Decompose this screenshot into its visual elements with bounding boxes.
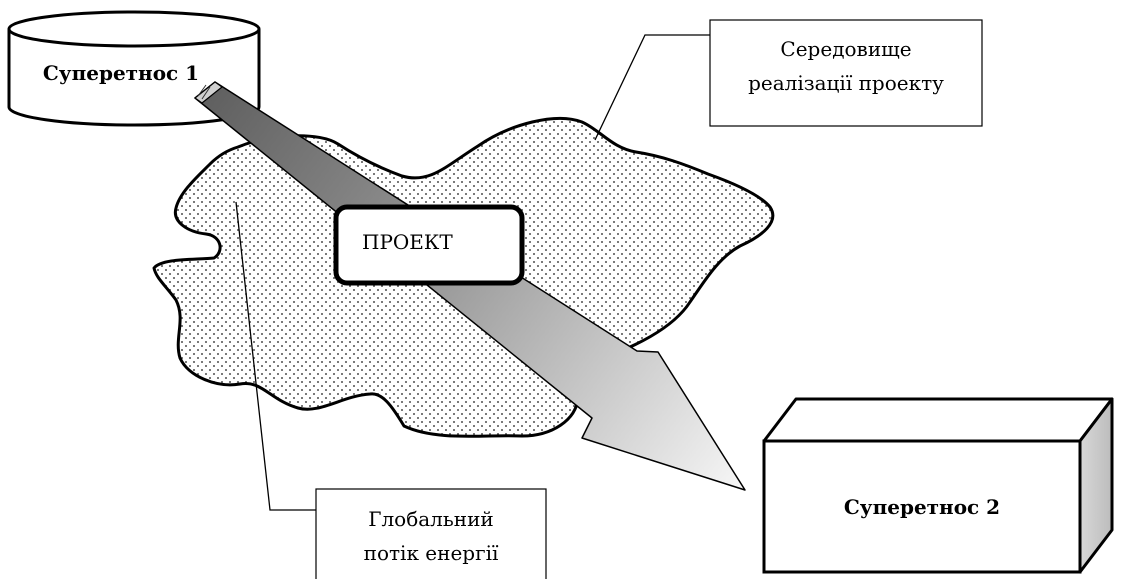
energy-flow-callout: Глобальний потік енергії — [315, 488, 547, 579]
environment-label-line2: реалізації проекту — [748, 71, 944, 95]
environment-leader-line — [594, 34, 710, 141]
superethnos-2-label: Суперетнос 2 — [844, 495, 1000, 519]
superethnos-2-box: Суперетнос 2 — [762, 397, 1114, 574]
energy-flow-label-line2: потік енергії — [364, 541, 499, 565]
energy-flow-leader-line — [235, 201, 316, 511]
project-box: ПРОЕКТ — [333, 204, 525, 286]
energy-flow-label-line1: Глобальний — [368, 507, 494, 531]
superethnos-1-cylinder: Суперетнос 1 — [7, 10, 261, 127]
project-label: ПРОЕКТ — [362, 230, 453, 254]
environment-callout: Середовище реалізації проекту — [709, 19, 983, 127]
environment-label-line1: Середовище — [780, 37, 911, 61]
energy-flow-arrow — [194, 81, 746, 491]
superethnos-1-label: Суперетнос 1 — [43, 61, 199, 85]
